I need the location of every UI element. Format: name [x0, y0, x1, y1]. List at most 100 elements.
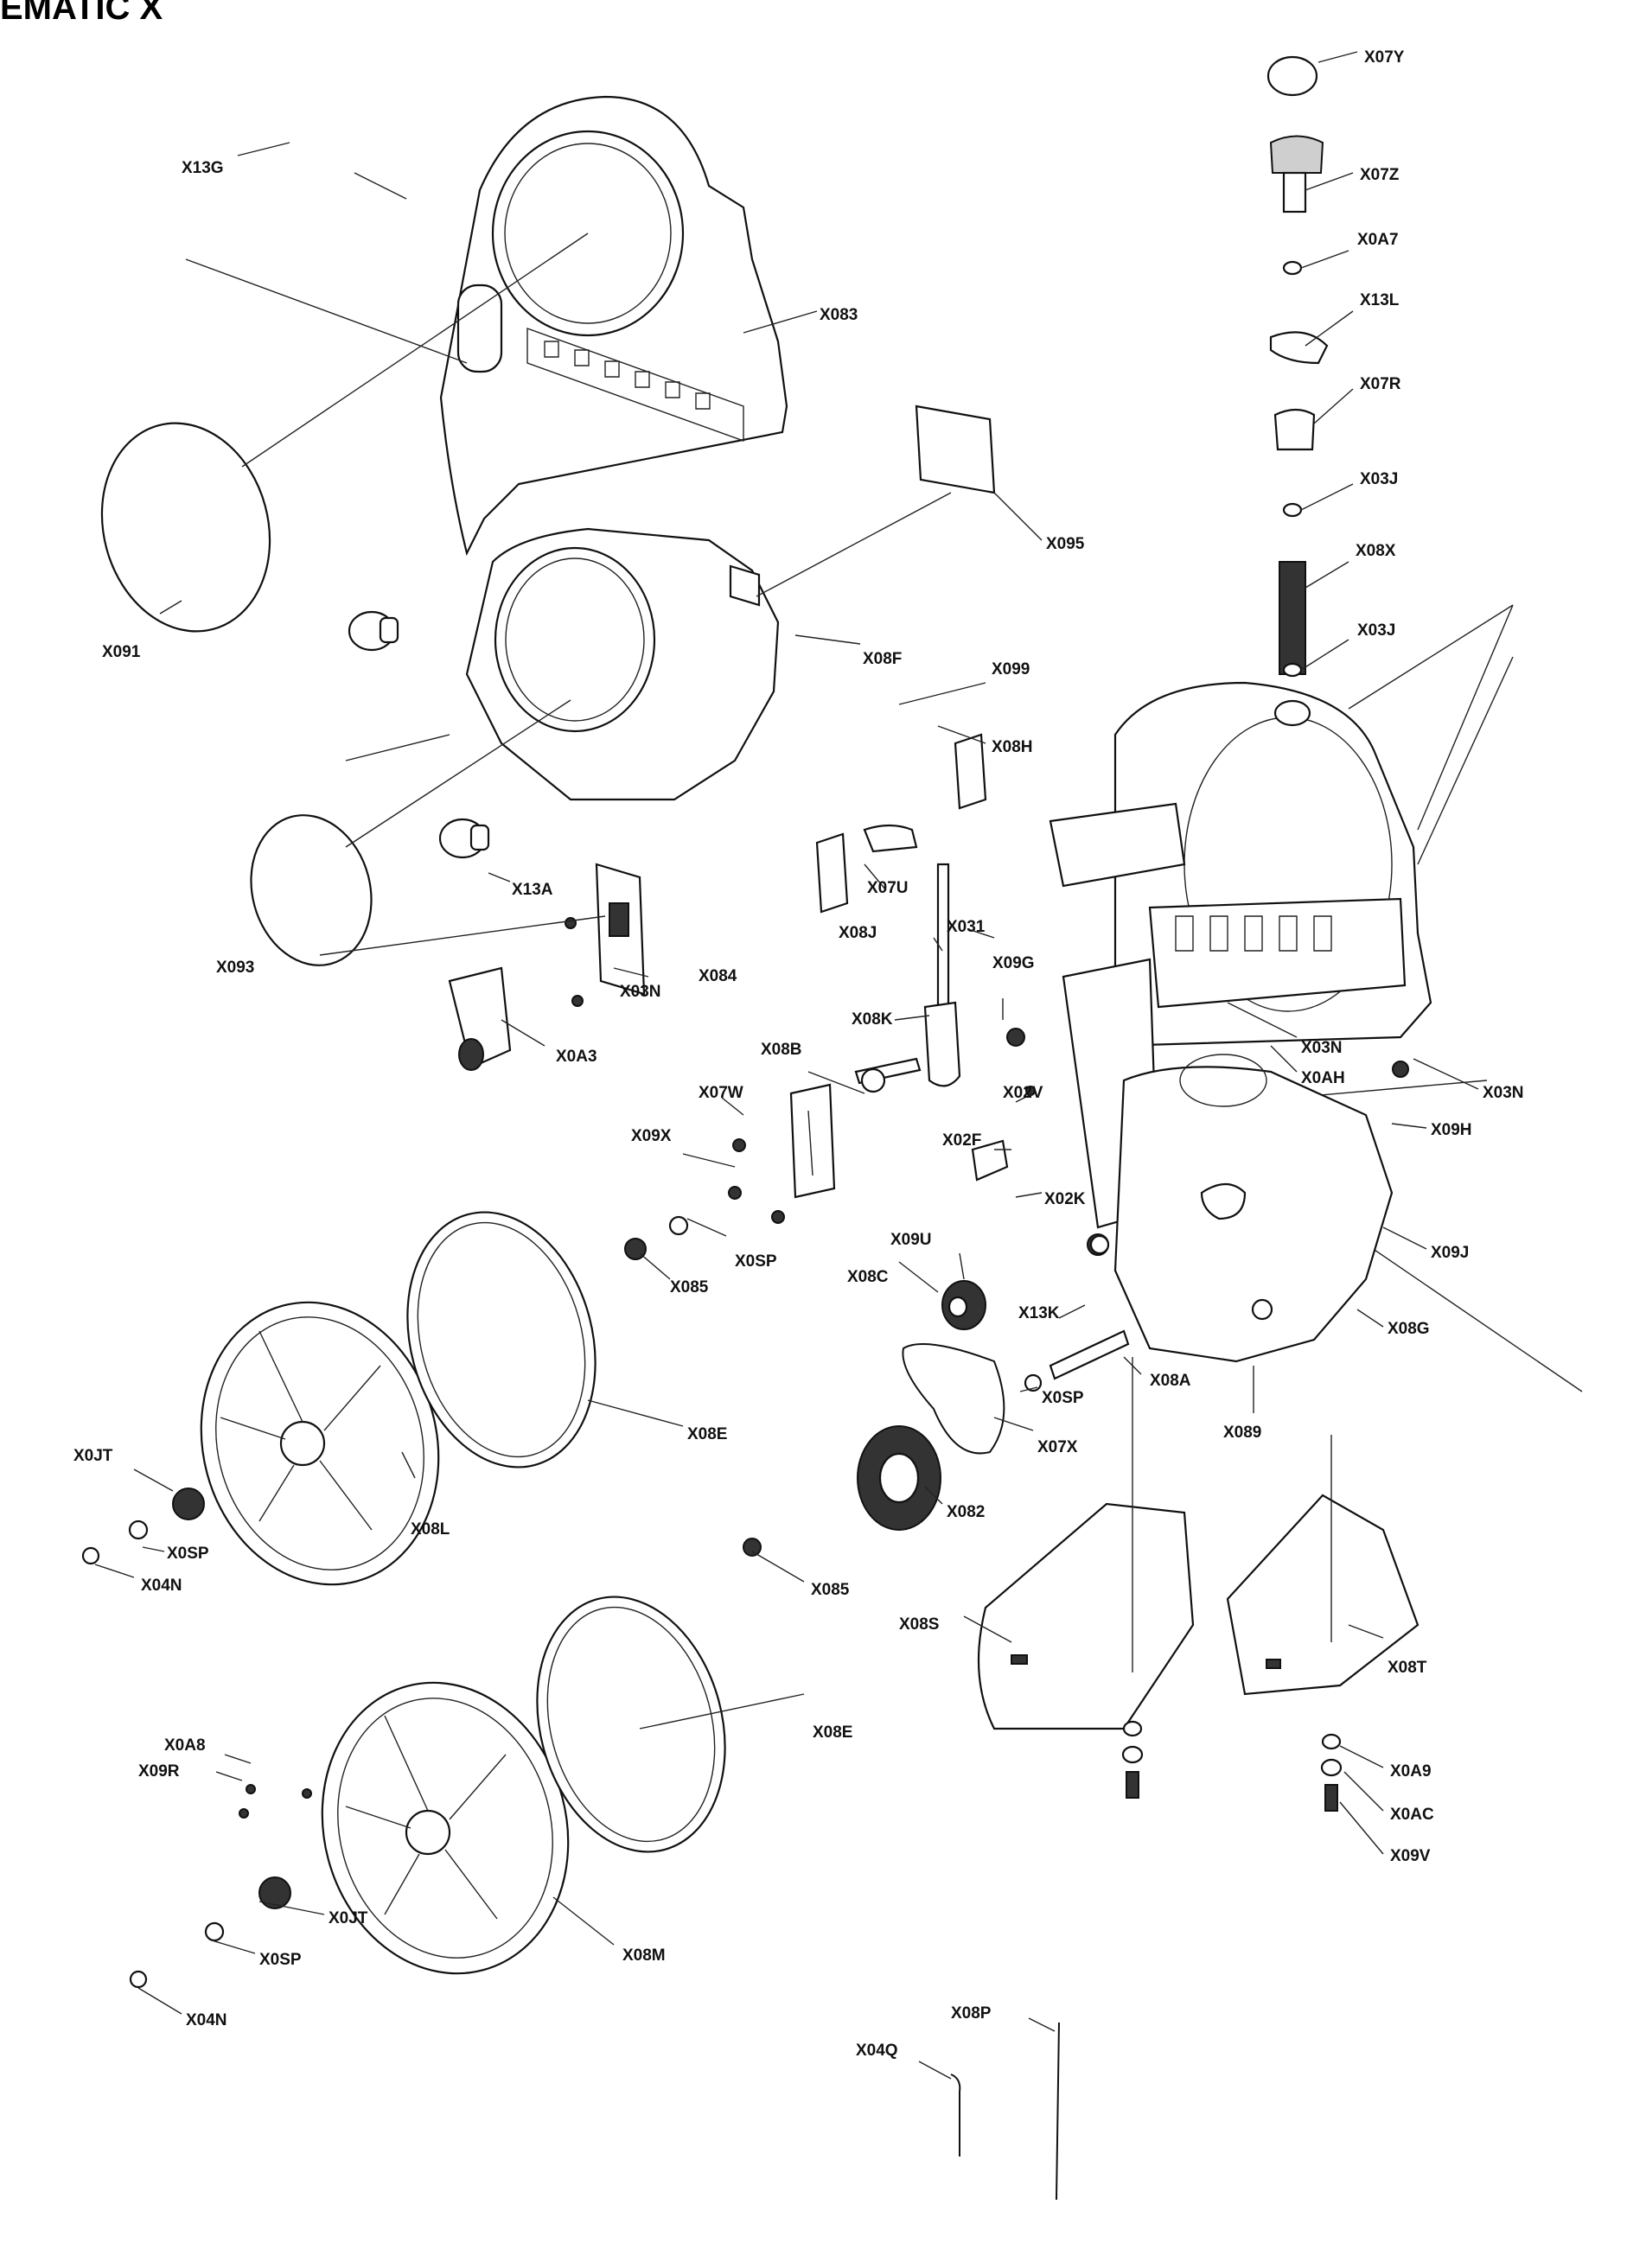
base-hardware — [1121, 1720, 1343, 1812]
upper-wheel — [200, 1301, 440, 1586]
hinge-upper — [954, 733, 987, 810]
label-x08h: X08H — [992, 738, 1033, 756]
label-x085-b: X085 — [811, 1581, 850, 1599]
label-x03j-a: X03J — [1360, 470, 1398, 488]
label-x08g: X08G — [1388, 1320, 1430, 1338]
base-cover-right — [1226, 1494, 1420, 1696]
wheel-pulley — [857, 1425, 941, 1531]
lower-wheel — [321, 1681, 570, 1975]
motor-pulley — [941, 1280, 986, 1330]
label-x08c: X08C — [847, 1268, 889, 1286]
label-x07y: X07Y — [1364, 48, 1405, 67]
lower-wheel-housing — [1113, 1054, 1394, 1363]
label-x0a9: X0A9 — [1390, 1762, 1432, 1781]
label-x0ac: X0AC — [1390, 1806, 1434, 1824]
label-x0sp-c: X0SP — [167, 1545, 209, 1563]
label-x085-a: X085 — [670, 1278, 709, 1296]
lower-wheel-cover — [465, 527, 780, 801]
label-x03j-b: X03J — [1357, 621, 1395, 640]
label-x082: X082 — [947, 1503, 985, 1521]
cover-knob-upper — [348, 610, 399, 652]
switch-slot — [609, 902, 629, 937]
label-x04q: X04Q — [856, 2042, 898, 2060]
label-x08j: X08J — [839, 924, 877, 942]
guide-shaft — [854, 1057, 922, 1093]
label-x0jt-a: X0JT — [73, 1447, 113, 1465]
lower-tire — [536, 1596, 726, 1853]
power-switch — [448, 966, 512, 1071]
label-x04n-a: X04N — [141, 1577, 182, 1595]
label-x09u: X09U — [890, 1231, 932, 1249]
bearings-and-washers — [81, 1215, 1110, 1989]
label-x0sp-a: X0SP — [735, 1252, 777, 1271]
window-disc-upper — [100, 422, 271, 633]
label-x02v: X02V — [1003, 1084, 1043, 1102]
clip-x07u — [863, 824, 918, 853]
label-x0a7: X0A7 — [1357, 231, 1399, 249]
label-x04n-b: X04N — [186, 2011, 227, 2029]
label-x09g: X09G — [992, 954, 1035, 972]
label-x13l: X13L — [1360, 291, 1400, 309]
blade-guide-post — [923, 863, 961, 1087]
hex-wrench — [950, 2074, 961, 2157]
label-x07x: X07X — [1037, 1438, 1078, 1456]
label-x08e-b: X08E — [813, 1723, 852, 1742]
upper-tire — [406, 1211, 597, 1468]
label-x0a8: X0A8 — [164, 1736, 206, 1755]
label-x093: X093 — [216, 959, 254, 977]
base-cover-left — [977, 1502, 1195, 1730]
label-x083: X083 — [820, 306, 858, 324]
label-x02f: X02F — [942, 1131, 981, 1150]
label-x08m: X08M — [622, 1946, 666, 1965]
page-title: EMATIC X — [0, 0, 163, 27]
label-x03n-c: X03N — [1483, 1084, 1524, 1102]
label-x089: X089 — [1223, 1424, 1261, 1442]
label-x091: X091 — [102, 643, 141, 661]
label-x09r: X09R — [138, 1762, 180, 1781]
rod-x08p — [1056, 2022, 1060, 2201]
label-x08t: X08T — [1388, 1659, 1427, 1677]
guide-bracket — [789, 1083, 836, 1199]
label-x08e-a: X08E — [687, 1425, 727, 1443]
label-x0ah: X0AH — [1301, 1069, 1345, 1087]
label-x08s: X08S — [899, 1615, 939, 1634]
label-x13g: X13G — [182, 159, 224, 177]
label-x07z: X07Z — [1360, 166, 1400, 184]
label-x08a: X08A — [1150, 1372, 1191, 1390]
drive-shaft — [1049, 1329, 1130, 1380]
label-x13k: X13K — [1018, 1304, 1060, 1322]
label-x09x: X09X — [631, 1127, 672, 1145]
tension-lever — [971, 1139, 1009, 1182]
label-x07u: X07U — [867, 879, 909, 897]
label-x08p: X08P — [951, 2004, 992, 2023]
label-x095: X095 — [1046, 535, 1085, 553]
label-x08b: X08B — [761, 1041, 802, 1059]
drive-belt — [902, 1343, 1005, 1455]
label-x07w: X07W — [699, 1084, 743, 1102]
label-x08f: X08F — [863, 650, 902, 668]
cover-knob-lower — [438, 818, 490, 859]
label-x07r: X07R — [1360, 375, 1401, 393]
label-x084: X084 — [699, 967, 737, 985]
label-x0sp-b: X0SP — [1042, 1389, 1084, 1407]
label-x09h: X09H — [1431, 1121, 1472, 1139]
window-disc-lower — [250, 814, 373, 966]
label-x099: X099 — [992, 660, 1030, 678]
label-x03n-b: X03N — [1301, 1039, 1343, 1057]
label-x09j: X09J — [1431, 1244, 1469, 1262]
label-x03n-a: X03N — [620, 983, 661, 1001]
label-x09v: X09V — [1390, 1847, 1431, 1865]
label-x0jt-b: X0JT — [329, 1909, 368, 1927]
label-plate — [915, 405, 996, 494]
label-x0sp-d: X0SP — [259, 1951, 302, 1969]
label-x13a: X13A — [512, 881, 553, 899]
upper-wheel-cover — [439, 95, 788, 557]
label-x031: X031 — [947, 918, 986, 936]
part-labels: X13G X083 X091 X095 X08F X099 X08H X093 … — [73, 48, 1524, 2060]
label-x08l: X08L — [411, 1520, 450, 1539]
tension-stack — [1266, 55, 1329, 727]
label-x08k: X08K — [852, 1010, 893, 1029]
label-x02k: X02K — [1044, 1190, 1086, 1208]
label-x08x: X08X — [1356, 542, 1396, 560]
